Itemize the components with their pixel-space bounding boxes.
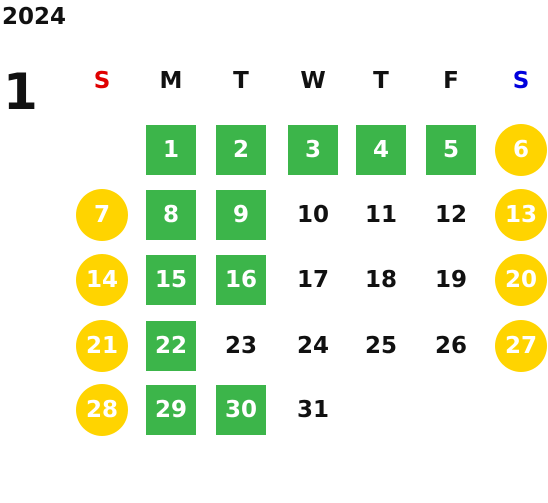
weekday-label: T (233, 68, 249, 94)
weekday-label: S (93, 68, 111, 94)
day-cell-20[interactable]: 20 (495, 254, 547, 306)
day-cell-26[interactable]: 26 (434, 333, 467, 359)
weekday-label: F (443, 68, 459, 94)
day-cell-4[interactable]: 4 (356, 125, 406, 175)
day-cell-16[interactable]: 16 (216, 255, 266, 305)
day-cell-24[interactable]: 24 (296, 333, 329, 359)
day-cell-29[interactable]: 29 (146, 385, 196, 435)
day-cell-3[interactable]: 3 (288, 125, 338, 175)
day-cell-28[interactable]: 28 (76, 384, 128, 436)
day-cell-5[interactable]: 5 (426, 125, 476, 175)
day-cell-15[interactable]: 15 (146, 255, 196, 305)
day-cell-27[interactable]: 27 (495, 320, 547, 372)
day-cell-7[interactable]: 7 (76, 189, 128, 241)
day-cell-11[interactable]: 11 (364, 202, 397, 228)
day-cell-8[interactable]: 8 (146, 190, 196, 240)
day-cell-14[interactable]: 14 (76, 254, 128, 306)
day-cell-22[interactable]: 22 (146, 321, 196, 371)
day-cell-9[interactable]: 9 (216, 190, 266, 240)
day-cell-1[interactable]: 1 (146, 125, 196, 175)
weekday-label: M (159, 68, 183, 94)
day-cell-13[interactable]: 13 (495, 189, 547, 241)
year-label: 2024 (2, 4, 67, 30)
day-cell-23[interactable]: 23 (224, 333, 257, 359)
day-cell-25[interactable]: 25 (364, 333, 397, 359)
weekday-label: S (512, 68, 530, 94)
day-cell-19[interactable]: 19 (434, 267, 467, 293)
day-cell-12[interactable]: 12 (434, 202, 467, 228)
day-cell-21[interactable]: 21 (76, 320, 128, 372)
day-cell-31[interactable]: 31 (296, 397, 329, 423)
day-cell-2[interactable]: 2 (216, 125, 266, 175)
weekday-label: T (373, 68, 389, 94)
weekday-label: W (300, 68, 326, 94)
day-cell-18[interactable]: 18 (364, 267, 397, 293)
day-cell-30[interactable]: 30 (216, 385, 266, 435)
day-cell-6[interactable]: 6 (495, 124, 547, 176)
month-number: 1 (3, 63, 38, 121)
day-cell-10[interactable]: 10 (296, 202, 329, 228)
day-cell-17[interactable]: 17 (296, 267, 329, 293)
